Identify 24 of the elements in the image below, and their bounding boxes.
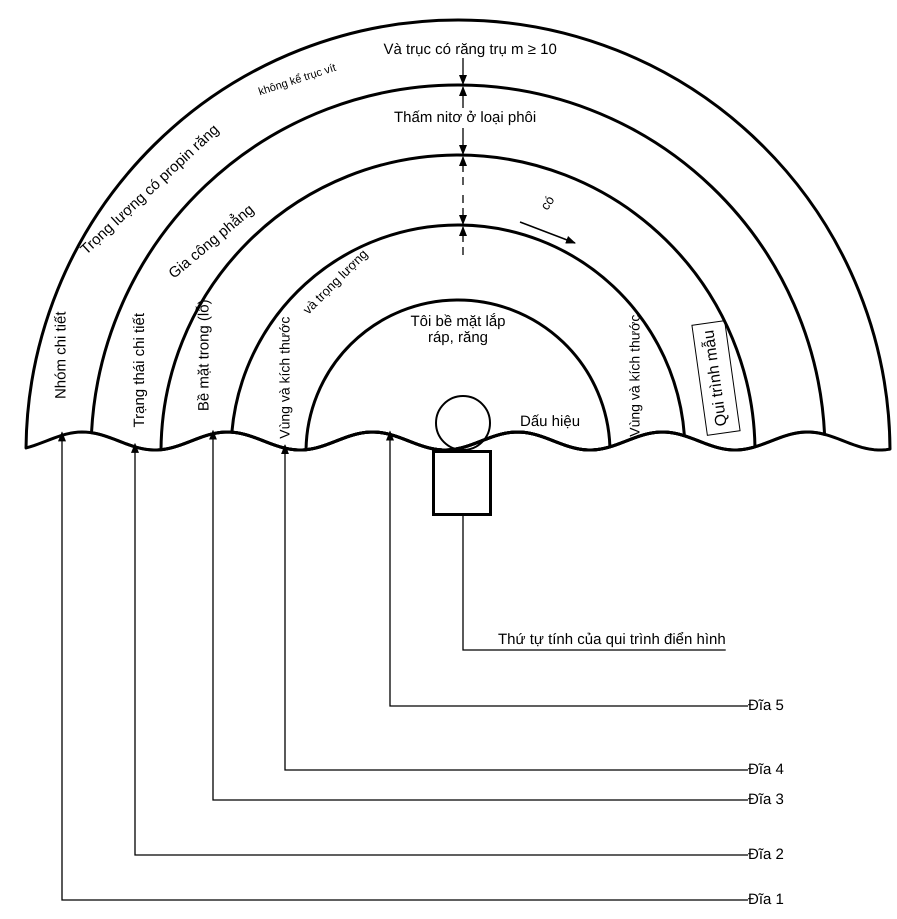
band-label: không kể trục vít [256, 62, 338, 98]
rectangle-mark [432, 450, 492, 516]
callout-label: Đĩa 3 [748, 791, 784, 809]
band-label: Trạng thái chi tiết [132, 312, 148, 427]
band-label: Vùng và kích thước [627, 314, 643, 436]
leader-line [281, 444, 748, 771]
leader-line [131, 442, 748, 856]
callout-label: Thứ tự tính của qui trình điển hình [498, 630, 726, 650]
band-label: có [538, 193, 558, 213]
band-label: Tôi bề mặt lắp ráp, răng [409, 314, 507, 346]
callout-label: Đĩa 1 [748, 891, 784, 909]
leader-line [58, 431, 748, 901]
band-label: Nhóm chi tiết [54, 310, 70, 399]
callout-label: Đĩa 4 [748, 761, 784, 779]
leader-line [462, 516, 726, 651]
beside-label: Dấu hiệu [520, 414, 580, 430]
boxed-label: Qui trình mẫu [691, 320, 741, 436]
band-label: Và trục có răng trụ m ≥ 10 [384, 42, 557, 58]
band-label: Vùng và kích thước [277, 316, 293, 438]
band-label: Thấm nitơ ở loại phôi [394, 110, 536, 126]
callout-label: Đĩa 2 [748, 846, 784, 864]
callout-label: Đĩa 5 [748, 697, 784, 715]
leader-line [386, 430, 748, 707]
leader-line [209, 430, 748, 801]
